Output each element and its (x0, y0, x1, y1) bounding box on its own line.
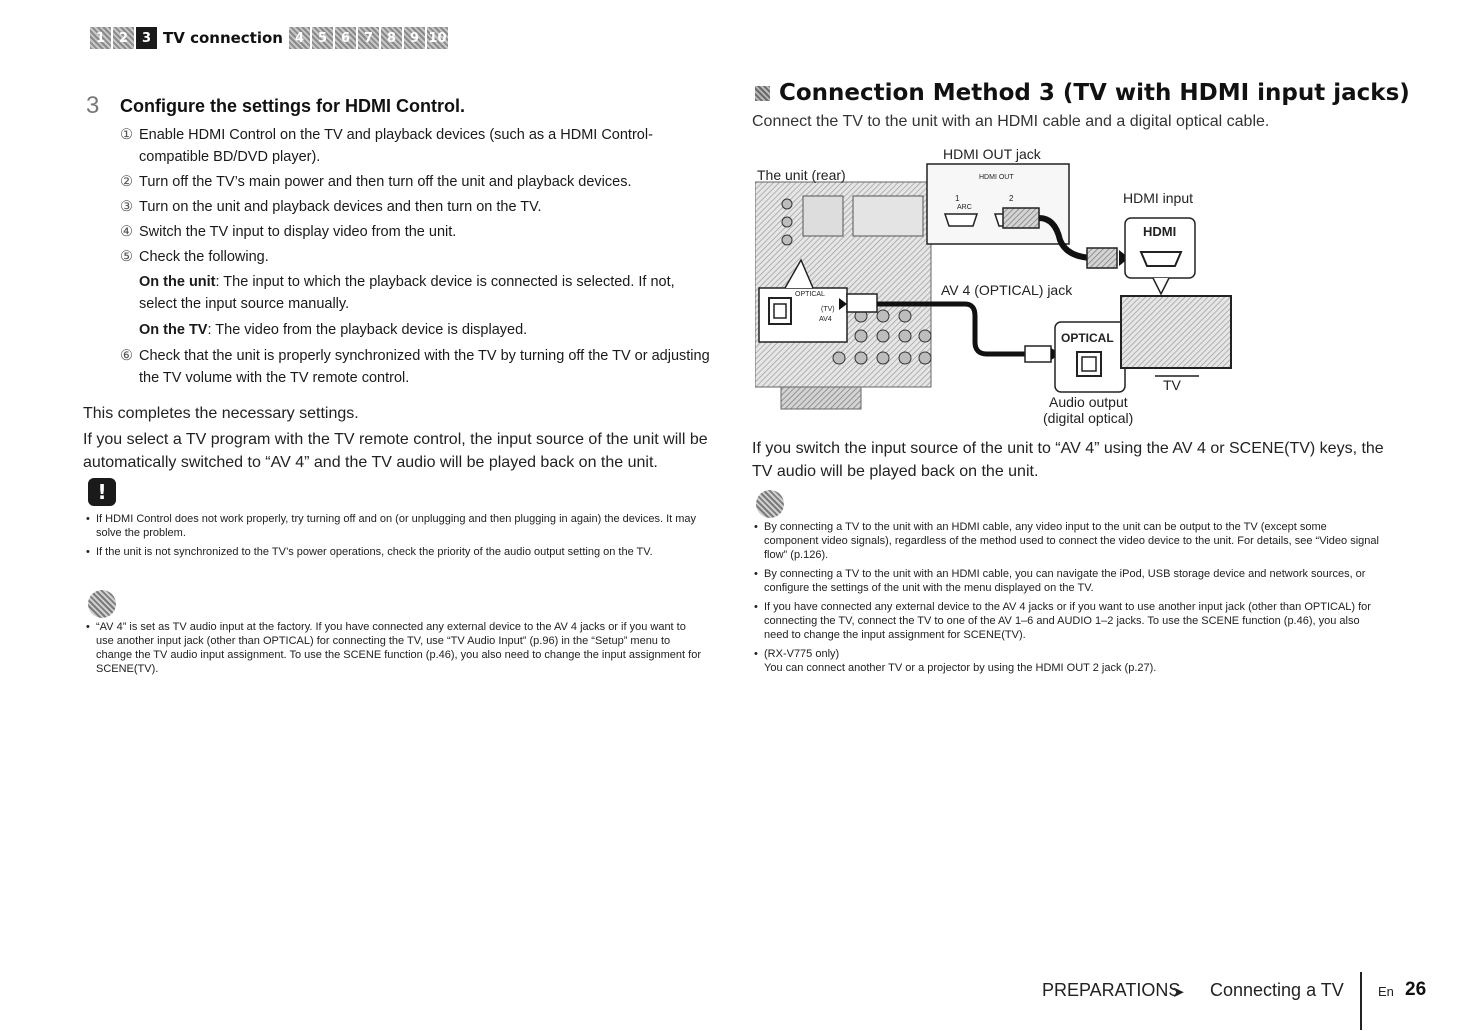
connection-diagram: The unit (rear) HDMI OUT jack HDMI OUT 1… (755, 144, 1235, 426)
nav-chapter-9[interactable]: 9 (403, 27, 425, 49)
label-panel-av4: AV4 (819, 316, 832, 323)
step-number: 3 (86, 92, 100, 119)
nav-chapter-1[interactable]: 1 (90, 27, 111, 49)
label-digital-optical: (digital optical) (1043, 410, 1134, 426)
note-item: If you have connected any external devic… (754, 600, 1379, 642)
step-marker: ③ (120, 199, 133, 215)
hint-notes: “AV 4” is set as TV audio input at the f… (86, 620, 706, 681)
label-hdmi-out-panel: HDMI OUT (979, 174, 1014, 181)
step-list: ① Enable HDMI Control on the TV and playb… (120, 124, 710, 392)
step-marker: ① (120, 127, 133, 143)
step-marker: ⑥ (120, 348, 133, 364)
footer-arrow-icon: ➤ (1172, 984, 1185, 1001)
nav-chapter-2[interactable]: 2 (113, 27, 134, 49)
tv-screen (1120, 295, 1232, 369)
step-item: ① Enable HDMI Control on the TV and playb… (120, 124, 710, 168)
note-item: If HDMI Control does not work properly, … (86, 512, 706, 540)
nav-chapter-7[interactable]: 7 (357, 27, 379, 49)
label-hdmi-badge: HDMI (1143, 224, 1177, 239)
label-hdmi-input: HDMI input (1123, 190, 1194, 206)
step-marker: ② (120, 174, 133, 190)
step-text: Switch the TV input to display video fro… (139, 224, 457, 240)
alert-notes: If HDMI Control does not work properly, … (86, 512, 706, 564)
completes-text: This completes the necessary settings. (83, 405, 359, 422)
step-title: Configure the settings for HDMI Control. (120, 96, 465, 116)
label-panel-tv: (TV) (821, 306, 835, 313)
note-item: By connecting a TV to the unit with an H… (754, 520, 1379, 562)
check-on-unit: On the unit: The input to which the play… (120, 271, 710, 315)
note-item: “AV 4” is set as TV audio input at the f… (86, 620, 706, 676)
step-item: ⑤ Check the following. (120, 246, 710, 268)
step-text: Check the following. (139, 249, 269, 265)
step-text: Check that the unit is properly synchron… (139, 348, 710, 386)
alert-icon: ! (88, 478, 116, 506)
step-item: ⑥ Check that the unit is properly synchro… (120, 345, 710, 389)
step-marker: ④ (120, 224, 133, 240)
check-on-tv: On the TV: The video from the playback d… (120, 319, 710, 341)
footer-lang: En (1378, 984, 1394, 999)
section-title: Connection Method 3 (TV with HDMI input … (755, 80, 1410, 106)
label-tv: TV (1163, 377, 1181, 393)
step-item: ② Turn off the TV’s main power and then t… (120, 171, 710, 193)
hint-icon (88, 590, 116, 618)
hdmi-out-callout (926, 163, 1070, 245)
right-notes: By connecting a TV to the unit with an H… (754, 520, 1379, 680)
label-jack-2: 2 (1009, 194, 1014, 203)
check-on-tv-label: On the TV (139, 322, 208, 338)
section-subtitle: Connect the TV to the unit with an HDMI … (752, 113, 1270, 130)
check-on-unit-label: On the unit (139, 274, 216, 290)
section-square-icon (755, 85, 770, 101)
label-optical-badge: OPTICAL (1061, 331, 1114, 345)
check-on-unit-text: : The input to which the playback device… (139, 274, 675, 312)
nav-chapter-4[interactable]: 4 (288, 27, 310, 49)
switch-para: If you switch the input source of the un… (752, 440, 1384, 480)
step-text: Enable HDMI Control on the TV and playba… (139, 127, 653, 165)
note-item: (RX-V775 only) You can connect another T… (754, 647, 1379, 675)
nav-chapter-5[interactable]: 5 (311, 27, 333, 49)
section-title-text: Connection Method 3 (TV with HDMI input … (779, 80, 1410, 106)
footer-section[interactable]: PREPARATIONS (1042, 980, 1181, 1000)
footer-divider (1360, 972, 1362, 1030)
step-marker: ⑤ (120, 249, 133, 265)
note-item: By connecting a TV to the unit with an H… (754, 567, 1379, 595)
auto-switch-text: If you select a TV program with the TV r… (83, 431, 708, 471)
label-unit-rear: The unit (rear) (757, 167, 846, 183)
label-audio-output: Audio output (1049, 394, 1128, 410)
check-on-tv-text: : The video from the playback device is … (207, 322, 528, 338)
nav-chapter-3-active[interactable]: 3 (136, 27, 157, 49)
hint-icon (756, 490, 784, 518)
step-item: ③ Turn on the unit and playback devices a… (120, 196, 710, 218)
step-text: Turn on the unit and playback devices an… (139, 199, 542, 215)
unit-foot (780, 386, 862, 410)
label-av4-optical-jack: AV 4 (OPTICAL) jack (941, 282, 1073, 298)
chapter-nav: 1 2 3 TV connection 4 5 6 7 8 9 10 (90, 26, 448, 50)
note-item: If the unit is not synchronized to the T… (86, 545, 706, 559)
nav-chapter-10[interactable]: 10 (426, 27, 448, 49)
step-item: ④ Switch the TV input to display video fr… (120, 221, 710, 243)
nav-chapter-6[interactable]: 6 (334, 27, 356, 49)
diagram-graphic (755, 163, 1232, 410)
label-jack-1: 1 (955, 194, 960, 203)
nav-chapter-8[interactable]: 8 (380, 27, 402, 49)
label-jack-arc: ARC (957, 204, 972, 211)
nav-active-label: TV connection (163, 29, 283, 47)
label-panel-optical: OPTICAL (795, 291, 825, 298)
page-number: 26 (1405, 979, 1427, 1000)
step-text: Turn off the TV’s main power and then tu… (139, 174, 632, 190)
label-hdmi-out-jack: HDMI OUT jack (943, 146, 1041, 162)
footer-page-title[interactable]: Connecting a TV (1210, 980, 1344, 1000)
